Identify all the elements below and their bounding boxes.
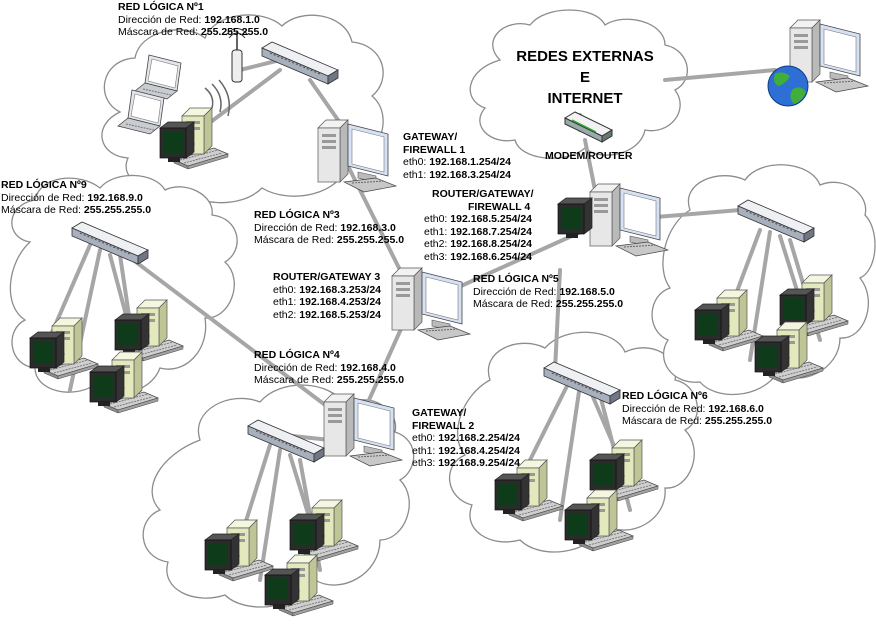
gw2-if0-ip: 192.168.2.254/24: [438, 432, 521, 444]
label-gateway-2: GATEWAY/ FIREWALL 2 eth0: 192.168.2.254/…: [412, 407, 520, 470]
label-red-5: RED LÓGICA Nº5 Dirección de Red: 192.168…: [473, 273, 623, 311]
red-1-mask: 255.255.255.0: [200, 26, 269, 38]
gw1-title1: GATEWAY/: [403, 131, 458, 143]
label-modem-router: MODEM/ROUTER: [545, 150, 633, 162]
label-red-1: RED LÓGICA Nº1 Dirección de Red: 192.168…: [118, 1, 268, 39]
red-9-title: RED LÓGICA Nº9: [1, 179, 87, 191]
wifi-waves-icon: [204, 79, 231, 117]
red-9-mask: 255.255.255.0: [83, 204, 152, 216]
gw2-if1-ip: 192.168.4.254/24: [438, 444, 521, 457]
red-5-dir: 192.168.5.0: [559, 285, 615, 298]
red-6-mask-label: Máscara de Red:: [622, 415, 702, 427]
label-router-gateway-4: ROUTER/GATEWAY/ FIREWALL 4 eth0: 192.168…: [424, 188, 534, 263]
rg3-if2-ip: 192.168.5.253/24: [299, 308, 382, 321]
red-9-dir-label: Dirección de Red:: [1, 191, 85, 204]
label-gateway-1: GATEWAY/ FIREWALL 1 eth0: 192.168.1.254/…: [403, 131, 511, 181]
cloud-external: [469, 9, 688, 159]
gw2-if2-ip: 192.168.9.254/24: [438, 457, 521, 469]
server-gateway-2: [323, 393, 403, 467]
red-6-title: RED LÓGICA Nº6: [622, 390, 708, 402]
gw1-if0-ip: 192.168.1.254/24: [429, 156, 512, 168]
red-4-dir: 192.168.4.0: [340, 361, 396, 374]
red-9-dir: 192.168.9.0: [87, 191, 143, 204]
server-router-gateway-4: [589, 183, 669, 257]
external-line3: INTERNET: [547, 90, 623, 107]
wireless-ap: [225, 28, 249, 83]
red-5-title: RED LÓGICA Nº5: [473, 273, 559, 285]
label-red-4: RED LÓGICA Nº4 Dirección de Red: 192.168…: [254, 349, 404, 387]
red-4-dir-label: Dirección de Red:: [254, 361, 338, 374]
external-line1: REDES EXTERNAS: [516, 48, 654, 65]
gw2-if2-name: eth3:: [412, 457, 436, 469]
label-external-networks: REDES EXTERNAS E INTERNET: [505, 46, 665, 109]
red-6-dir-label: Dirección de Red:: [622, 402, 706, 415]
red-9-mask-label: Máscara de Red:: [1, 204, 81, 216]
external-line2: E: [579, 69, 590, 86]
red-3-mask-label: Máscara de Red:: [254, 234, 334, 246]
rg4-if0-name: eth0:: [424, 213, 448, 225]
server-router-gateway-3: [391, 267, 471, 341]
red-6-mask: 255.255.255.0: [704, 415, 773, 427]
gw1-if0-name: eth0:: [403, 156, 427, 168]
label-red-6: RED LÓGICA Nº6 Dirección de Red: 192.168…: [622, 390, 772, 428]
red-4-mask: 255.255.255.0: [336, 374, 405, 386]
rg4-if1-ip: 192.168.7.254/24: [450, 225, 533, 238]
rg3-if0-ip: 192.168.3.253/24: [299, 283, 382, 296]
rg3-if2-name: eth2:: [273, 308, 297, 321]
red-3-title: RED LÓGICA Nº3: [254, 209, 340, 221]
red-3-mask: 255.255.255.0: [336, 234, 405, 246]
red-5-mask: 255.255.255.0: [555, 298, 624, 310]
globe-icon: [767, 65, 809, 107]
gw2-if1-name: eth1:: [412, 444, 436, 457]
modem-router: [563, 111, 614, 143]
gw2-title1: GATEWAY/: [412, 407, 467, 419]
rg4-if2-name: eth2:: [424, 238, 448, 250]
red-1-title: RED LÓGICA Nº1: [118, 1, 204, 13]
red-3-dir: 192.168.3.0: [340, 221, 396, 234]
rg3-if1-name: eth1:: [273, 296, 297, 308]
red-3-dir-label: Dirección de Red:: [254, 221, 338, 234]
rg3-title: ROUTER/GATEWAY 3: [273, 271, 381, 283]
red-6-dir: 192.168.6.0: [708, 402, 764, 415]
red-1-dir-label: Dirección de Red:: [118, 13, 202, 26]
rg3-if0-name: eth0:: [273, 283, 297, 296]
red-5-dir-label: Dirección de Red:: [473, 285, 557, 298]
rg4-if3-ip: 192.168.6.254/24: [450, 250, 533, 263]
rg4-if1-name: eth1:: [424, 225, 448, 238]
red-5-mask-label: Máscara de Red:: [473, 298, 553, 310]
rg4-if0-ip: 192.168.5.254/24: [450, 213, 533, 225]
crt-router-gateway-4: [557, 197, 593, 239]
rg4-if3-name: eth3:: [424, 250, 448, 263]
label-red-9: RED LÓGICA Nº9 Dirección de Red: 192.168…: [1, 179, 151, 217]
rg4-title1: ROUTER/GATEWAY/: [432, 188, 534, 200]
red-1-mask-label: Máscara de Red:: [118, 26, 198, 38]
gw2-title2: FIREWALL 2: [412, 419, 475, 432]
rg4-title2: FIREWALL 4: [468, 200, 531, 213]
gw2-if0-name: eth0:: [412, 432, 436, 444]
red-1-dir: 192.168.1.0: [204, 13, 260, 26]
gw1-if1-name: eth1:: [403, 168, 427, 181]
server-gateway-1: [317, 119, 397, 193]
rg3-if1-ip: 192.168.4.253/24: [299, 296, 382, 308]
label-router-gateway-3: ROUTER/GATEWAY 3 eth0: 192.168.3.253/24 …: [273, 271, 381, 321]
red-4-mask-label: Máscara de Red:: [254, 374, 334, 386]
red-4-title: RED LÓGICA Nº4: [254, 349, 340, 361]
rg4-if2-ip: 192.168.8.254/24: [450, 238, 533, 250]
label-red-3: RED LÓGICA Nº3 Dirección de Red: 192.168…: [254, 209, 404, 247]
gw1-title2: FIREWALL 1: [403, 143, 466, 156]
gw1-if1-ip: 192.168.3.254/24: [429, 168, 512, 181]
